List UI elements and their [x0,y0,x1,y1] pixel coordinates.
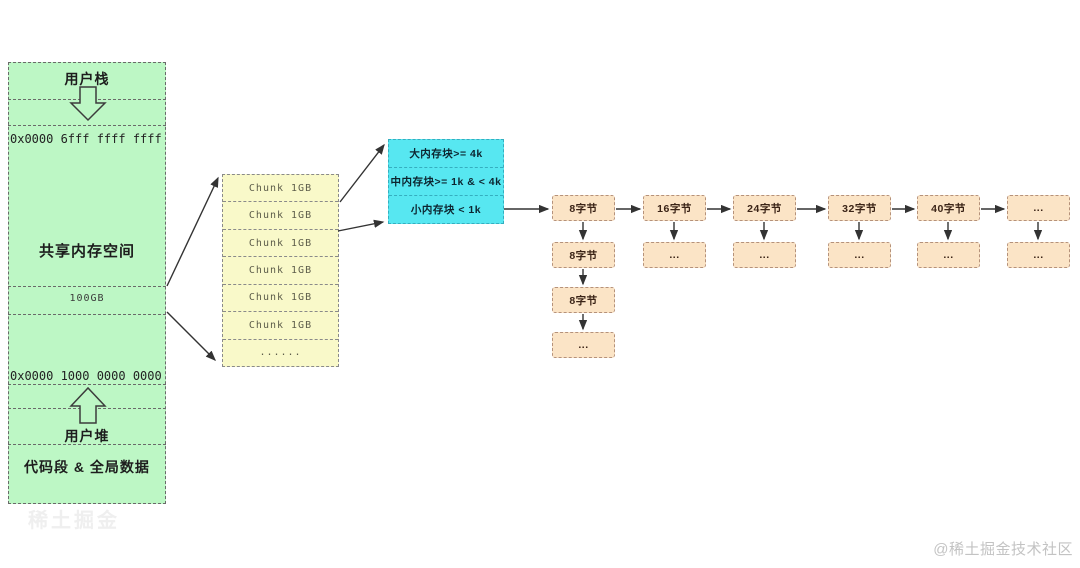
user-heap-label: 用户堆 [64,428,110,444]
freelist-node: 8字节 [552,242,615,268]
chunk-cell: Chunk 1GB [223,257,338,285]
section-divider [8,125,166,126]
watermark: @稀土掘金技术社区 [933,541,1073,558]
chunk-cell: Chunk 1GB [223,230,338,258]
section-divider [8,99,166,100]
section-divider [8,314,166,315]
stack-top-address: 0x0000 6fff ffff ffff [10,132,162,146]
section-divider [8,408,166,409]
freelist-head-16b: 16字节 [643,195,706,221]
freelist-head-8b: 8字节 [552,195,615,221]
size-class-large: 大内存块>= 4k [389,140,503,168]
size-class-box: 大内存块>= 4k 中内存块>= 1k & < 4k 小内存块 < 1k [388,139,504,224]
freelist-head-ellipsis: ... [1007,195,1070,221]
user-stack-label: 用户栈 [64,71,110,87]
chunk-cell-ellipsis: ...... [259,347,302,359]
shared-size-label: 100GB [69,293,105,304]
chunk-cell: Chunk 1GB [223,175,338,203]
section-divider [8,286,166,287]
chunk-stack: Chunk 1GB Chunk 1GB Chunk 1GB Chunk 1GB … [222,174,339,367]
freelist-node-ellipsis: ... [552,332,615,358]
freelist-head-32b: 32字节 [828,195,891,221]
chunk-cell: Chunk 1GB [223,202,338,230]
virtual-address-space-column: 用户栈 0x0000 6fff ffff ffff 共享内存空间 100GB 0… [8,62,166,504]
size-class-small: 小内存块 < 1k [410,204,482,216]
heap-start-address: 0x0000 1000 0000 0000 [10,369,162,383]
chunk-cell: Chunk 1GB [223,285,338,313]
freelist-node-ellipsis: ... [643,242,706,268]
freelist-node: 8字节 [552,287,615,313]
size-class-medium: 中内存块>= 1k & < 4k [389,168,503,196]
freelist-head-40b: 40字节 [917,195,980,221]
chunk-cell: Chunk 1GB [223,312,338,340]
shared-memory-label: 共享内存空间 [38,243,135,260]
section-divider [8,444,166,445]
section-divider [8,384,166,385]
freelist-node-ellipsis: ... [917,242,980,268]
code-globals-label: 代码段 & 全局数据 [24,459,150,475]
freelist-node-ellipsis: ... [733,242,796,268]
freelist-head-24b: 24字节 [733,195,796,221]
freelist-node-ellipsis: ... [1007,242,1070,268]
faint-watermark: 稀土掘金 [28,510,120,532]
freelist-node-ellipsis: ... [828,242,891,268]
